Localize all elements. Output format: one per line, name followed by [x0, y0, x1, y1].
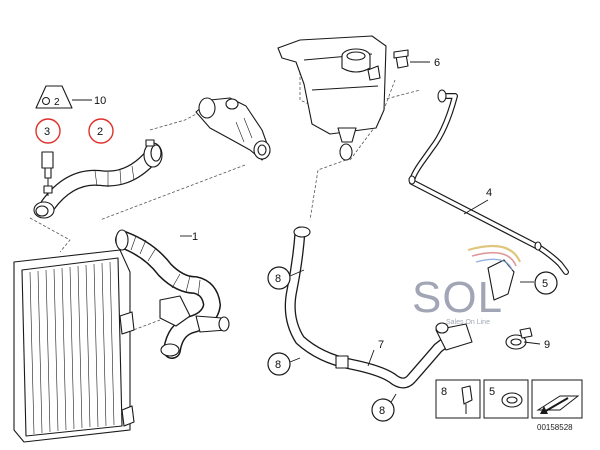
svg-text:5: 5 — [542, 278, 548, 290]
svg-text:8: 8 — [441, 386, 447, 398]
part-number-1: 1 — [192, 231, 198, 243]
leader-lines — [72, 61, 541, 405]
legend-item-5: 5 — [483, 379, 529, 419]
svg-text:8: 8 — [275, 273, 281, 285]
part-number-4: 4 — [486, 187, 492, 199]
svg-text:5: 5 — [489, 386, 495, 398]
callout-2-highlighted: 2 — [88, 118, 114, 144]
expansion-tank-hose — [284, 226, 515, 389]
callout-8-upper: 8 — [267, 266, 291, 290]
sol-watermark-logo: SOL Sales On Line — [412, 244, 522, 326]
callout-5: 5 — [534, 271, 558, 295]
vent-pipe — [408, 89, 569, 275]
legend-item-8: 8 — [435, 379, 481, 419]
part-number-6: 6 — [434, 57, 440, 69]
svg-text:3: 3 — [44, 126, 50, 138]
warning-triangle-symbol: 2 — [35, 85, 73, 109]
watermark-subtext: Sales On Line — [446, 319, 490, 326]
svg-text:8: 8 — [379, 405, 385, 417]
radiator — [13, 249, 135, 443]
expansion-tank-cap — [341, 48, 371, 73]
callout-3-highlighted: 3 — [35, 118, 61, 144]
triangle-label: 2 — [54, 97, 60, 108]
svg-text:2: 2 — [97, 126, 103, 138]
legend-arrow-symbol — [531, 379, 583, 419]
legend-boxes: 8 5 — [435, 379, 583, 419]
engine-outlet-housing — [195, 97, 271, 161]
part-number-10: 10 — [94, 95, 106, 107]
expansion-tank — [277, 35, 387, 161]
callout-8-lower: 8 — [371, 398, 395, 422]
svg-text:8: 8 — [275, 359, 281, 371]
temperature-sensor — [41, 151, 54, 196]
part-number-7: 7 — [378, 339, 384, 351]
upper-radiator-hose — [33, 139, 163, 219]
watermark-text: SOL — [412, 273, 503, 322]
callout-8-middle: 8 — [267, 352, 291, 376]
catalog-number: 00158528 — [537, 423, 573, 432]
hose-connector-right — [435, 259, 515, 351]
radiator-fins — [29, 261, 115, 435]
hose-clamp-end-left — [33, 201, 55, 219]
lower-radiator-hose — [115, 229, 230, 359]
part-number-labels: 10 1 6 4 7 9 — [94, 57, 550, 351]
hose-clamp — [505, 327, 533, 350]
hose-clamp-end-right — [143, 139, 163, 168]
hose-junction — [159, 295, 230, 357]
part-number-9: 9 — [544, 339, 550, 351]
vent-plug — [393, 49, 409, 69]
